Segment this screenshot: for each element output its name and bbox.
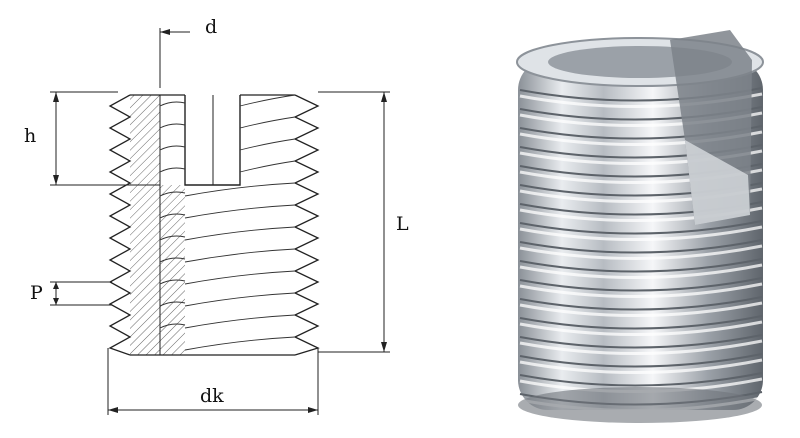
thread-ridge-shadow <box>519 334 763 349</box>
label-d: d <box>205 16 217 38</box>
thread-ridge-highlight <box>519 263 763 279</box>
thread-ridge-highlight <box>519 225 763 241</box>
thread-ridge-shadow <box>519 258 763 273</box>
thread-lines <box>159 94 296 351</box>
thread-ridge-shadow <box>519 239 763 254</box>
product-photo: /* drawn below */ <box>516 30 764 423</box>
thread-ridge-highlight <box>519 320 763 336</box>
thread-ridge-shadow <box>519 353 763 368</box>
label-p: P <box>30 282 43 304</box>
outer-thread-profile <box>108 94 132 356</box>
dimension-h <box>50 91 160 186</box>
technical-drawing: d h P L dk <box>24 16 409 415</box>
outer-thread-profile-right <box>293 94 320 356</box>
dimension-dk <box>107 348 319 415</box>
thread-ridge-highlight <box>519 282 763 298</box>
label-h: h <box>24 125 36 147</box>
dimension-d <box>159 28 190 88</box>
thread-ridge-highlight <box>519 244 763 260</box>
section-hatch <box>130 95 185 355</box>
thread-ridge-shadow <box>519 315 763 330</box>
thread-ridge-shadow <box>519 372 763 387</box>
thread-ridge-shadow <box>519 296 763 311</box>
label-dk: dk <box>200 385 224 407</box>
thread-ridge-shadow <box>519 220 763 235</box>
thread-ridge-highlight <box>519 358 763 374</box>
dimension-p <box>50 281 112 306</box>
label-l: L <box>396 213 409 235</box>
dimension-l <box>318 91 390 353</box>
thread-ridge-highlight <box>519 339 763 355</box>
thread-ridge-shadow <box>519 277 763 292</box>
thread-ridge-highlight <box>519 301 763 317</box>
